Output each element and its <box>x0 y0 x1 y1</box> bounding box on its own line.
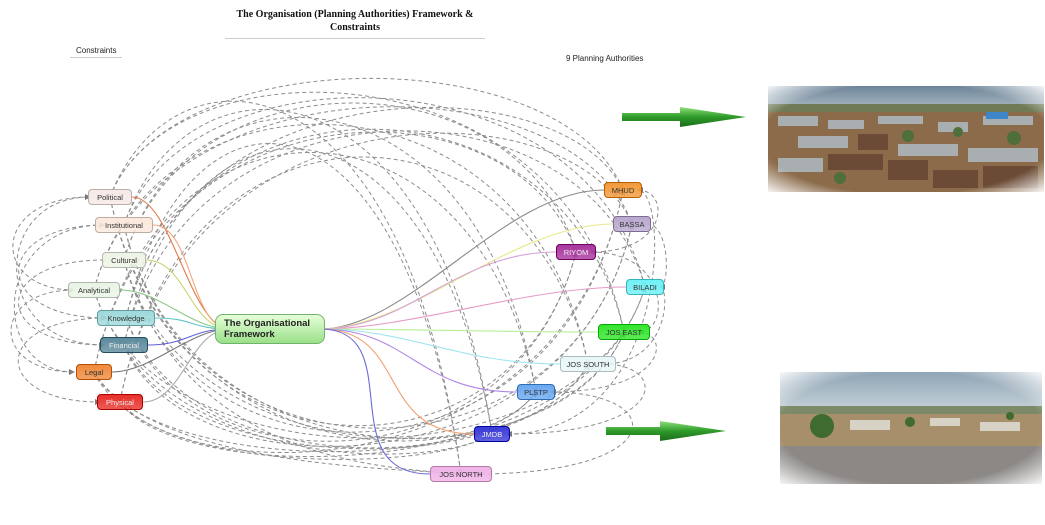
authority-node-jos-south: JOS SOUTH <box>560 356 616 372</box>
constraints-label: Constraints <box>70 46 123 58</box>
dashed-link-11 <box>123 259 625 439</box>
link-to-plstp <box>319 328 518 393</box>
authority-node-biladi: BILADI <box>626 279 664 295</box>
dashed-link-19 <box>125 251 578 442</box>
dashed-link-32 <box>119 132 633 403</box>
dashed-loop-3 <box>10 289 75 375</box>
link-to-jmdb <box>319 328 475 435</box>
dashed-loop-4 <box>17 317 107 405</box>
center-line2: Framework <box>224 329 275 340</box>
dashed-loop-0 <box>12 196 91 293</box>
link-to-jos-south <box>319 328 561 365</box>
dashed-arc-0 <box>590 189 659 255</box>
link-to-bassa <box>319 223 614 330</box>
town-photo-bottom <box>780 372 1042 484</box>
authority-node-jos-east: JOS EAST <box>598 324 650 340</box>
dashed-link-16 <box>93 123 590 365</box>
dashed-link-26 <box>123 148 495 435</box>
dashed-link-29 <box>93 331 625 452</box>
constraint-node-knowledge: Knowledge <box>97 310 155 326</box>
dashed-link-20 <box>125 128 626 333</box>
constraint-node-cultural: Cultural <box>102 252 146 268</box>
dashed-link-10 <box>123 102 578 261</box>
page-title: The Organisation (Planning Authorities) … <box>225 8 485 39</box>
right-arrow-icon <box>606 421 726 441</box>
dashed-link-2 <box>109 91 626 333</box>
dashed-link-9 <box>123 189 625 433</box>
link-to-jos-north <box>319 328 431 475</box>
dashed-loop-6 <box>13 222 105 373</box>
constraint-node-institutional: Institutional <box>95 217 153 233</box>
constraint-node-analytical: Analytical <box>68 282 120 298</box>
link-to-riyom <box>319 251 557 330</box>
constraint-node-physical: Physical <box>97 394 143 410</box>
dashed-link-28 <box>93 131 578 373</box>
authority-node-plstp: PLSTP <box>517 384 555 400</box>
dashed-loop-2 <box>18 259 105 348</box>
dashed-links <box>10 77 667 477</box>
constraint-node-financial: Financial <box>100 337 148 353</box>
dashed-link-30 <box>93 151 539 393</box>
constraint-node-political: Political <box>88 189 132 205</box>
dashed-link-13 <box>123 259 462 477</box>
link-to-biladi <box>319 286 627 330</box>
dashed-link-23 <box>123 223 634 447</box>
dashed-link-34 <box>119 156 590 403</box>
dashed-link-22 <box>125 143 464 475</box>
dashed-loop-5 <box>16 194 105 346</box>
dashed-link-8 <box>123 109 495 435</box>
authority-node-mhud: MHUD <box>604 182 642 198</box>
dashed-link-27 <box>93 189 625 454</box>
town-photo-top <box>768 86 1044 192</box>
dashed-link-14 <box>93 106 634 291</box>
dashed-link-6 <box>123 97 647 288</box>
authority-node-jos-north: JOS NORTH <box>430 466 492 482</box>
constraint-node-legal: Legal <box>76 364 112 380</box>
authorities-label: 9 Planning Authorities <box>566 54 644 63</box>
link-to-jos-east <box>319 328 599 333</box>
dashed-link-4 <box>109 100 464 475</box>
center-line1: The Organisational <box>224 318 311 329</box>
dashed-link-1 <box>109 196 578 427</box>
dashed-link-31 <box>93 371 462 477</box>
authority-node-riyom: RIYOM <box>556 244 596 260</box>
center-node: The Organisational Framework <box>215 314 325 344</box>
authority-node-bassa: BASSA <box>613 216 651 232</box>
authority-node-jmdb: JMDB <box>474 426 510 442</box>
dashed-link-18 <box>125 107 624 319</box>
dashed-link-5 <box>123 223 634 429</box>
dashed-arc-5 <box>506 363 646 437</box>
dashed-arc-1 <box>646 223 667 290</box>
dashed-loop-1 <box>18 224 107 321</box>
dashed-link-35 <box>119 401 493 460</box>
link-to-mhud <box>319 189 605 330</box>
dashed-link-21 <box>125 317 537 449</box>
dashed-link-24 <box>123 130 647 346</box>
dashed-link-17 <box>93 289 493 455</box>
dashed-arc-3 <box>602 286 666 367</box>
dashed-link-12 <box>123 117 539 393</box>
dashed-arc-7 <box>506 187 656 435</box>
right-arrow-icon <box>622 107 746 127</box>
dashed-link-33 <box>119 286 647 458</box>
